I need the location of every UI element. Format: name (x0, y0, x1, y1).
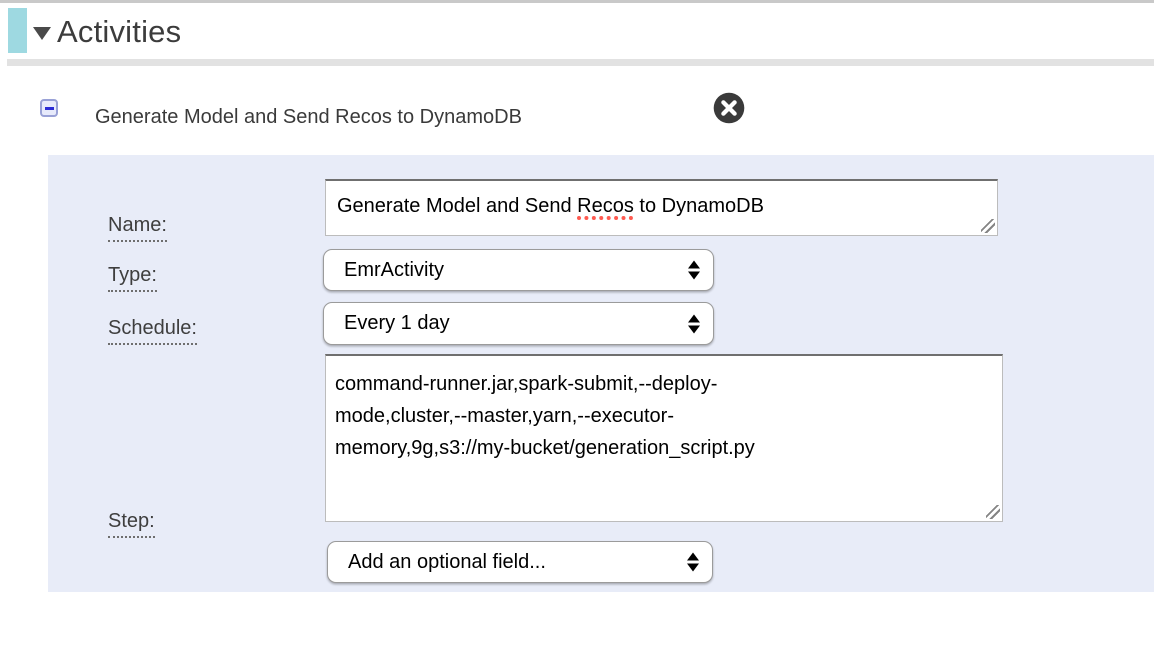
add-optional-field-value: Add an optional field... (348, 550, 546, 573)
name-value-suffix: to DynamoDB (633, 195, 764, 217)
chevron-down-icon[interactable] (33, 27, 51, 40)
step-value-line: command-runner.jar,spark-submit,--deploy… (335, 373, 718, 395)
step-input[interactable]: command-runner.jar,spark-submit,--deploy… (325, 354, 1003, 522)
name-label[interactable]: Name: (108, 214, 167, 242)
misspelled-word: Recos (577, 195, 634, 217)
type-select[interactable]: EmrActivity (323, 249, 714, 291)
add-optional-field-select[interactable]: Add an optional field... (327, 541, 713, 583)
step-label[interactable]: Step: (108, 510, 155, 538)
top-divider (0, 0, 1154, 3)
schedule-label[interactable]: Schedule: (108, 317, 197, 345)
x-circle-glyph (713, 92, 745, 124)
type-select-value: EmrActivity (344, 258, 444, 281)
up-down-arrows-icon (687, 552, 699, 572)
up-down-arrows-icon (688, 314, 700, 333)
header-divider (7, 59, 1154, 66)
section-marker (8, 8, 27, 53)
schedule-select-value: Every 1 day (344, 312, 450, 334)
collapse-minus-icon[interactable] (40, 99, 58, 117)
schedule-select[interactable]: Every 1 day (323, 302, 714, 345)
step-value-line: memory,9g,s3://my-bucket/generation_scri… (335, 437, 755, 459)
section-title: Activities (57, 14, 182, 49)
name-value-prefix: Generate Model and Send (337, 195, 578, 217)
minus-glyph (44, 106, 54, 110)
up-down-arrows-icon (688, 260, 700, 280)
step-value-line: mode,cluster,--master,yarn,--executor- (335, 405, 674, 427)
close-icon[interactable] (713, 92, 745, 124)
activity-title: Generate Model and Send Recos to DynamoD… (95, 106, 522, 128)
name-input[interactable]: Generate Model and Send Recos to DynamoD… (325, 179, 998, 236)
type-label[interactable]: Type: (108, 264, 157, 292)
